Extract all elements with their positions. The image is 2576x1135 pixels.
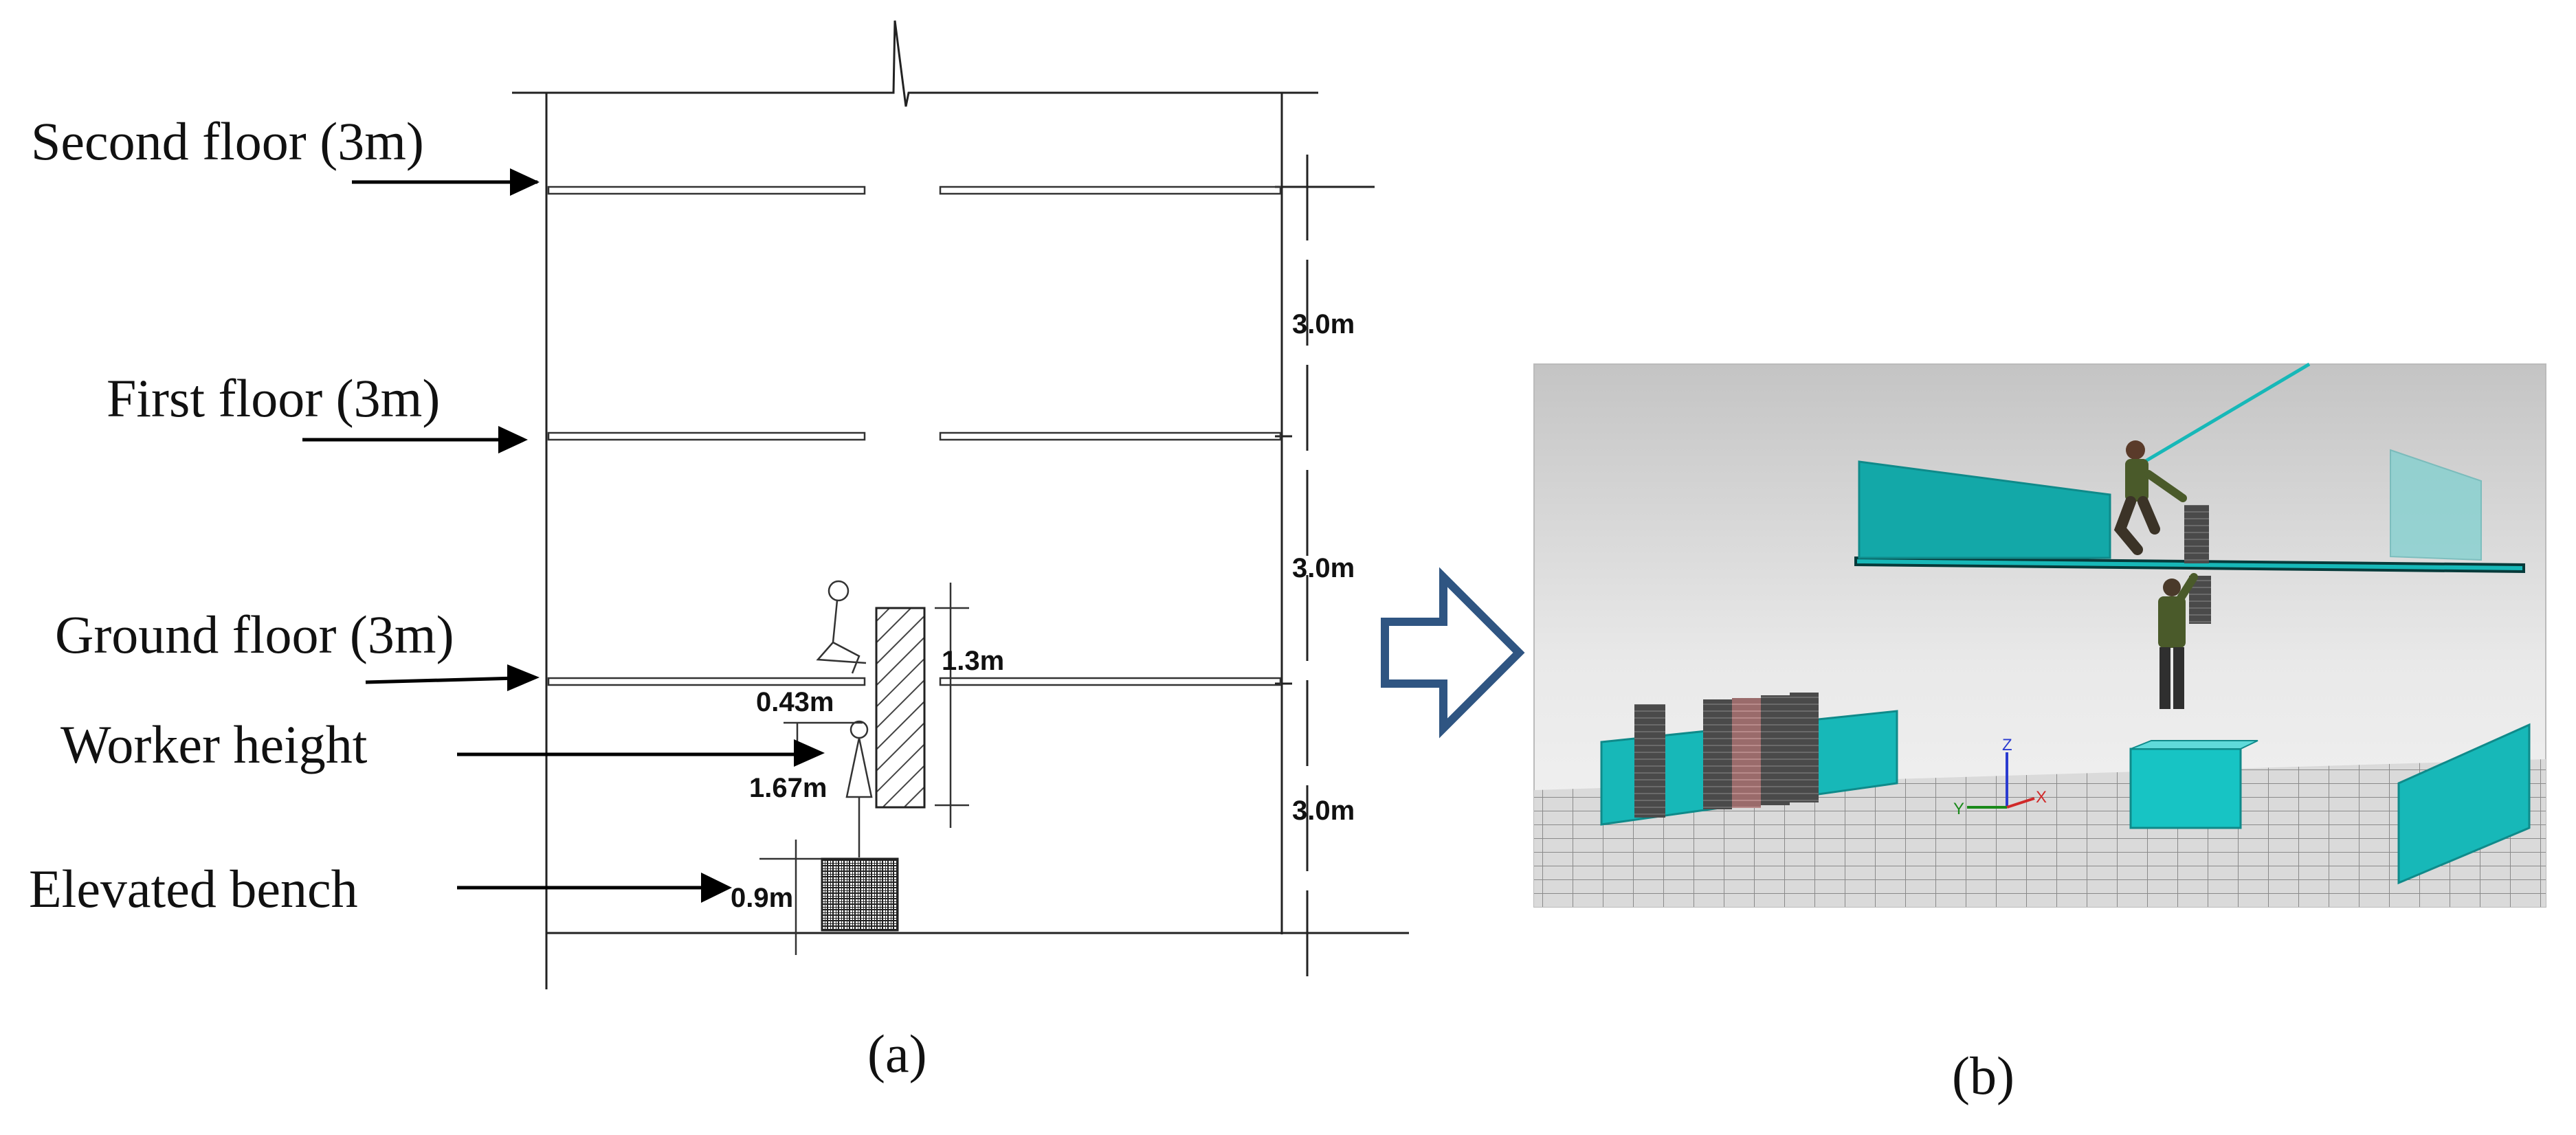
slab-back-wall — [1858, 460, 2111, 559]
label-second-floor: Second floor (3m) — [31, 111, 424, 171]
label-ground-floor: Ground floor (3m) — [55, 605, 454, 664]
column-bar — [1703, 699, 1732, 809]
dim-storey-top: 3.0m — [1292, 309, 1355, 339]
axis-y-label: Y — [1953, 800, 1964, 818]
dim-bench-height: 0.9m — [731, 883, 793, 913]
panel-a-drawing — [302, 20, 1409, 989]
upper-worker-figure — [2113, 440, 2187, 555]
scene-bench-top — [2130, 740, 2258, 750]
label-worker-height: Worker height — [60, 715, 368, 774]
dim-storey-bottom: 3.0m — [1292, 796, 1355, 826]
scene-bench-block — [2129, 748, 2242, 829]
block-upper — [2184, 505, 2209, 563]
column-bar — [1790, 693, 1819, 802]
axis-z-label: Z — [2002, 736, 2012, 754]
column-bar-highlighted — [1732, 698, 1761, 808]
dim-wall-height: 1.3m — [942, 646, 1004, 676]
right-low-wall — [2397, 723, 2531, 885]
dim-knee-height: 0.43m — [756, 687, 834, 717]
elevated-bench — [821, 857, 899, 932]
column-bar — [1634, 704, 1665, 818]
column-bar — [1761, 695, 1790, 805]
cable-line — [2136, 362, 2311, 468]
axis-triad: Z Y X — [1953, 736, 2047, 818]
caption-a: (a) — [867, 1024, 927, 1083]
lower-worker-figure — [2158, 573, 2198, 709]
dim-storey-mid: 3.0m — [1292, 553, 1355, 583]
axis-x-label: X — [2036, 788, 2047, 807]
label-first-floor: First floor (3m) — [107, 368, 440, 428]
transition-arrow — [1381, 567, 1525, 739]
kneeling-worker-figure — [816, 580, 867, 674]
panel-b-scene: Z Y X — [1533, 362, 2546, 908]
upper-slab — [1854, 556, 2525, 574]
dim-worker-height: 1.67m — [749, 773, 827, 803]
caption-b: (b) — [1952, 1046, 2014, 1105]
slab-glass-wall — [2390, 449, 2482, 561]
hatched-wall — [875, 607, 926, 809]
label-elevated-bench: Elevated bench — [29, 859, 358, 919]
